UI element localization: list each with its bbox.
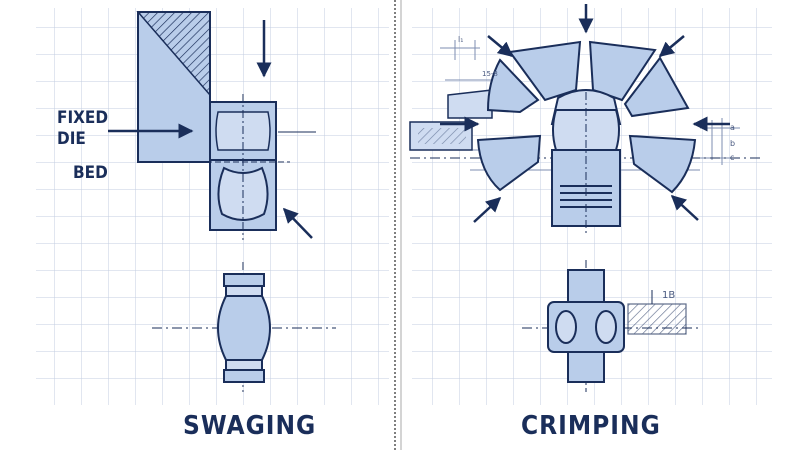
bed-label: BED: [73, 163, 108, 183]
die-segment-4: [486, 58, 540, 114]
fixed-die-label-line2: DIE: [57, 129, 86, 149]
dim-side-b: b: [730, 139, 735, 148]
fixed-die-label-line1: FIXED: [57, 108, 109, 128]
die-segment-2: [588, 40, 657, 102]
dim-side-a: a: [730, 123, 735, 132]
swaging-panel: [36, 8, 389, 405]
fixed-die: [136, 11, 211, 163]
swaging-caption: SWAGING: [183, 411, 317, 441]
crimp-arrows: [440, 4, 730, 223]
crimping-caption: CRIMPING: [521, 411, 661, 441]
crimping-panel: [409, 4, 772, 405]
die-segment-5: [476, 134, 542, 192]
dim-side-c: c: [730, 153, 734, 162]
swage-workpiece: [206, 94, 316, 240]
bed-force-arrow: [282, 207, 313, 239]
swaged-part: [152, 262, 336, 392]
dim-top-angle: 15-8: [482, 70, 498, 78]
dim-right-b: 1B: [662, 290, 675, 301]
crimp-body: [551, 92, 621, 236]
crimped-part: [522, 260, 700, 392]
die-segment-3: [623, 56, 690, 118]
dim-top-small: l₁: [458, 35, 463, 44]
die-segment-6: [628, 134, 697, 194]
